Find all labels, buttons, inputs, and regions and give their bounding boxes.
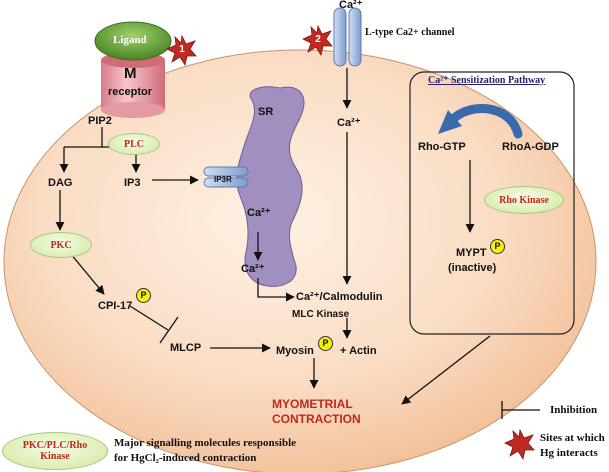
m-receptor — [101, 52, 165, 118]
ca-released: Ca²⁺ — [241, 263, 265, 275]
hg-site-star-2 — [302, 24, 333, 57]
contraction-line2: CONTRACTION — [272, 412, 361, 426]
ca-intracellular: Ca²⁺ — [337, 117, 361, 129]
legend-oval-line1: PKC/PLC/Rho — [22, 440, 88, 451]
mlcp-label: MLCP — [170, 342, 202, 354]
arrow-ca-to-calmodulin — [257, 278, 295, 302]
ligand-cap — [94, 21, 172, 61]
mlc-kinase-label: MLC Kinase — [292, 309, 350, 320]
sensitization-box — [409, 71, 575, 335]
hg-site-star-1 — [166, 34, 197, 67]
cpi17-label: CPI-17 — [98, 300, 133, 312]
legend-desc-line1: Major signalling molecules responsible — [114, 437, 297, 449]
legend-sites-line2: Hg interacts — [540, 447, 598, 459]
actin-label: + Actin — [340, 345, 377, 357]
calmodulin-label: Ca²⁺/Calmodulin — [296, 291, 383, 303]
myosin-label: Myosin — [276, 345, 314, 357]
ca-in-sr: Ca²⁺ — [247, 207, 271, 219]
legend-desc-line2: for HgCl₂-induced contraction — [114, 452, 257, 464]
ip3-label: IP3 — [124, 177, 141, 189]
legend-oval: PKC/PLC/Rho Kinase — [2, 432, 108, 470]
rho-cycle-arrowhead — [438, 110, 462, 134]
rho-cycle-arrow — [447, 104, 523, 139]
receptor-label: receptor — [108, 86, 153, 98]
ip3r-receptor — [203, 166, 249, 188]
mypt-label: MYPT — [456, 247, 487, 259]
ip3r-label: IP3R — [214, 175, 232, 184]
rho-kinase-oval: Rho Kinase — [484, 186, 564, 214]
myosin-phospho-badge: P — [318, 336, 333, 351]
site-1-number: 1 — [179, 44, 185, 55]
inhibit-bar — [159, 316, 179, 344]
pkc-oval: PKC — [30, 232, 92, 258]
sensitization-title: Ca²⁺ Sensitization Pathway — [428, 75, 546, 86]
m-label: M — [124, 65, 137, 82]
cell-body — [3, 49, 597, 472]
contraction-line1: MYOMETRIAL — [272, 397, 353, 411]
inhibit-cpi17-mlcp — [129, 305, 169, 331]
sr-label: SR — [258, 106, 274, 118]
rho-kinase-label: Rho Kinase — [499, 194, 549, 206]
pip2-label: PIP2 — [88, 115, 112, 127]
mypt-state: (inactive) — [448, 262, 497, 274]
pkc-label: PKC — [50, 239, 72, 251]
ca-extracellular: Ca²⁺ — [339, 0, 363, 11]
legend-inhibition-label: Inhibition — [550, 404, 598, 416]
legend-oval-line2: Kinase — [40, 451, 70, 462]
plc-label: PLC — [124, 138, 144, 150]
rhoa-gdp-label: RhoA-GDP — [502, 141, 559, 153]
site-2-number: 2 — [315, 34, 321, 45]
dag-label: DAG — [48, 177, 73, 189]
arrow-mypt-contraction — [401, 335, 491, 405]
mypt-phospho-badge: P — [490, 239, 505, 254]
l-type-channel-label: L-type Ca2+ channel — [365, 27, 455, 38]
plc-oval: PLC — [108, 133, 160, 155]
ligand-label: Ligand — [113, 34, 147, 46]
rho-gtp-label: Rho-GTP — [418, 141, 466, 153]
cpi17-phospho-badge: P — [136, 288, 151, 303]
arrow-pkc-cpi17 — [69, 252, 105, 295]
l-type-channel — [333, 7, 362, 67]
legend-star-icon — [504, 428, 535, 461]
legend-sites-line1: Sites at which — [540, 432, 605, 444]
